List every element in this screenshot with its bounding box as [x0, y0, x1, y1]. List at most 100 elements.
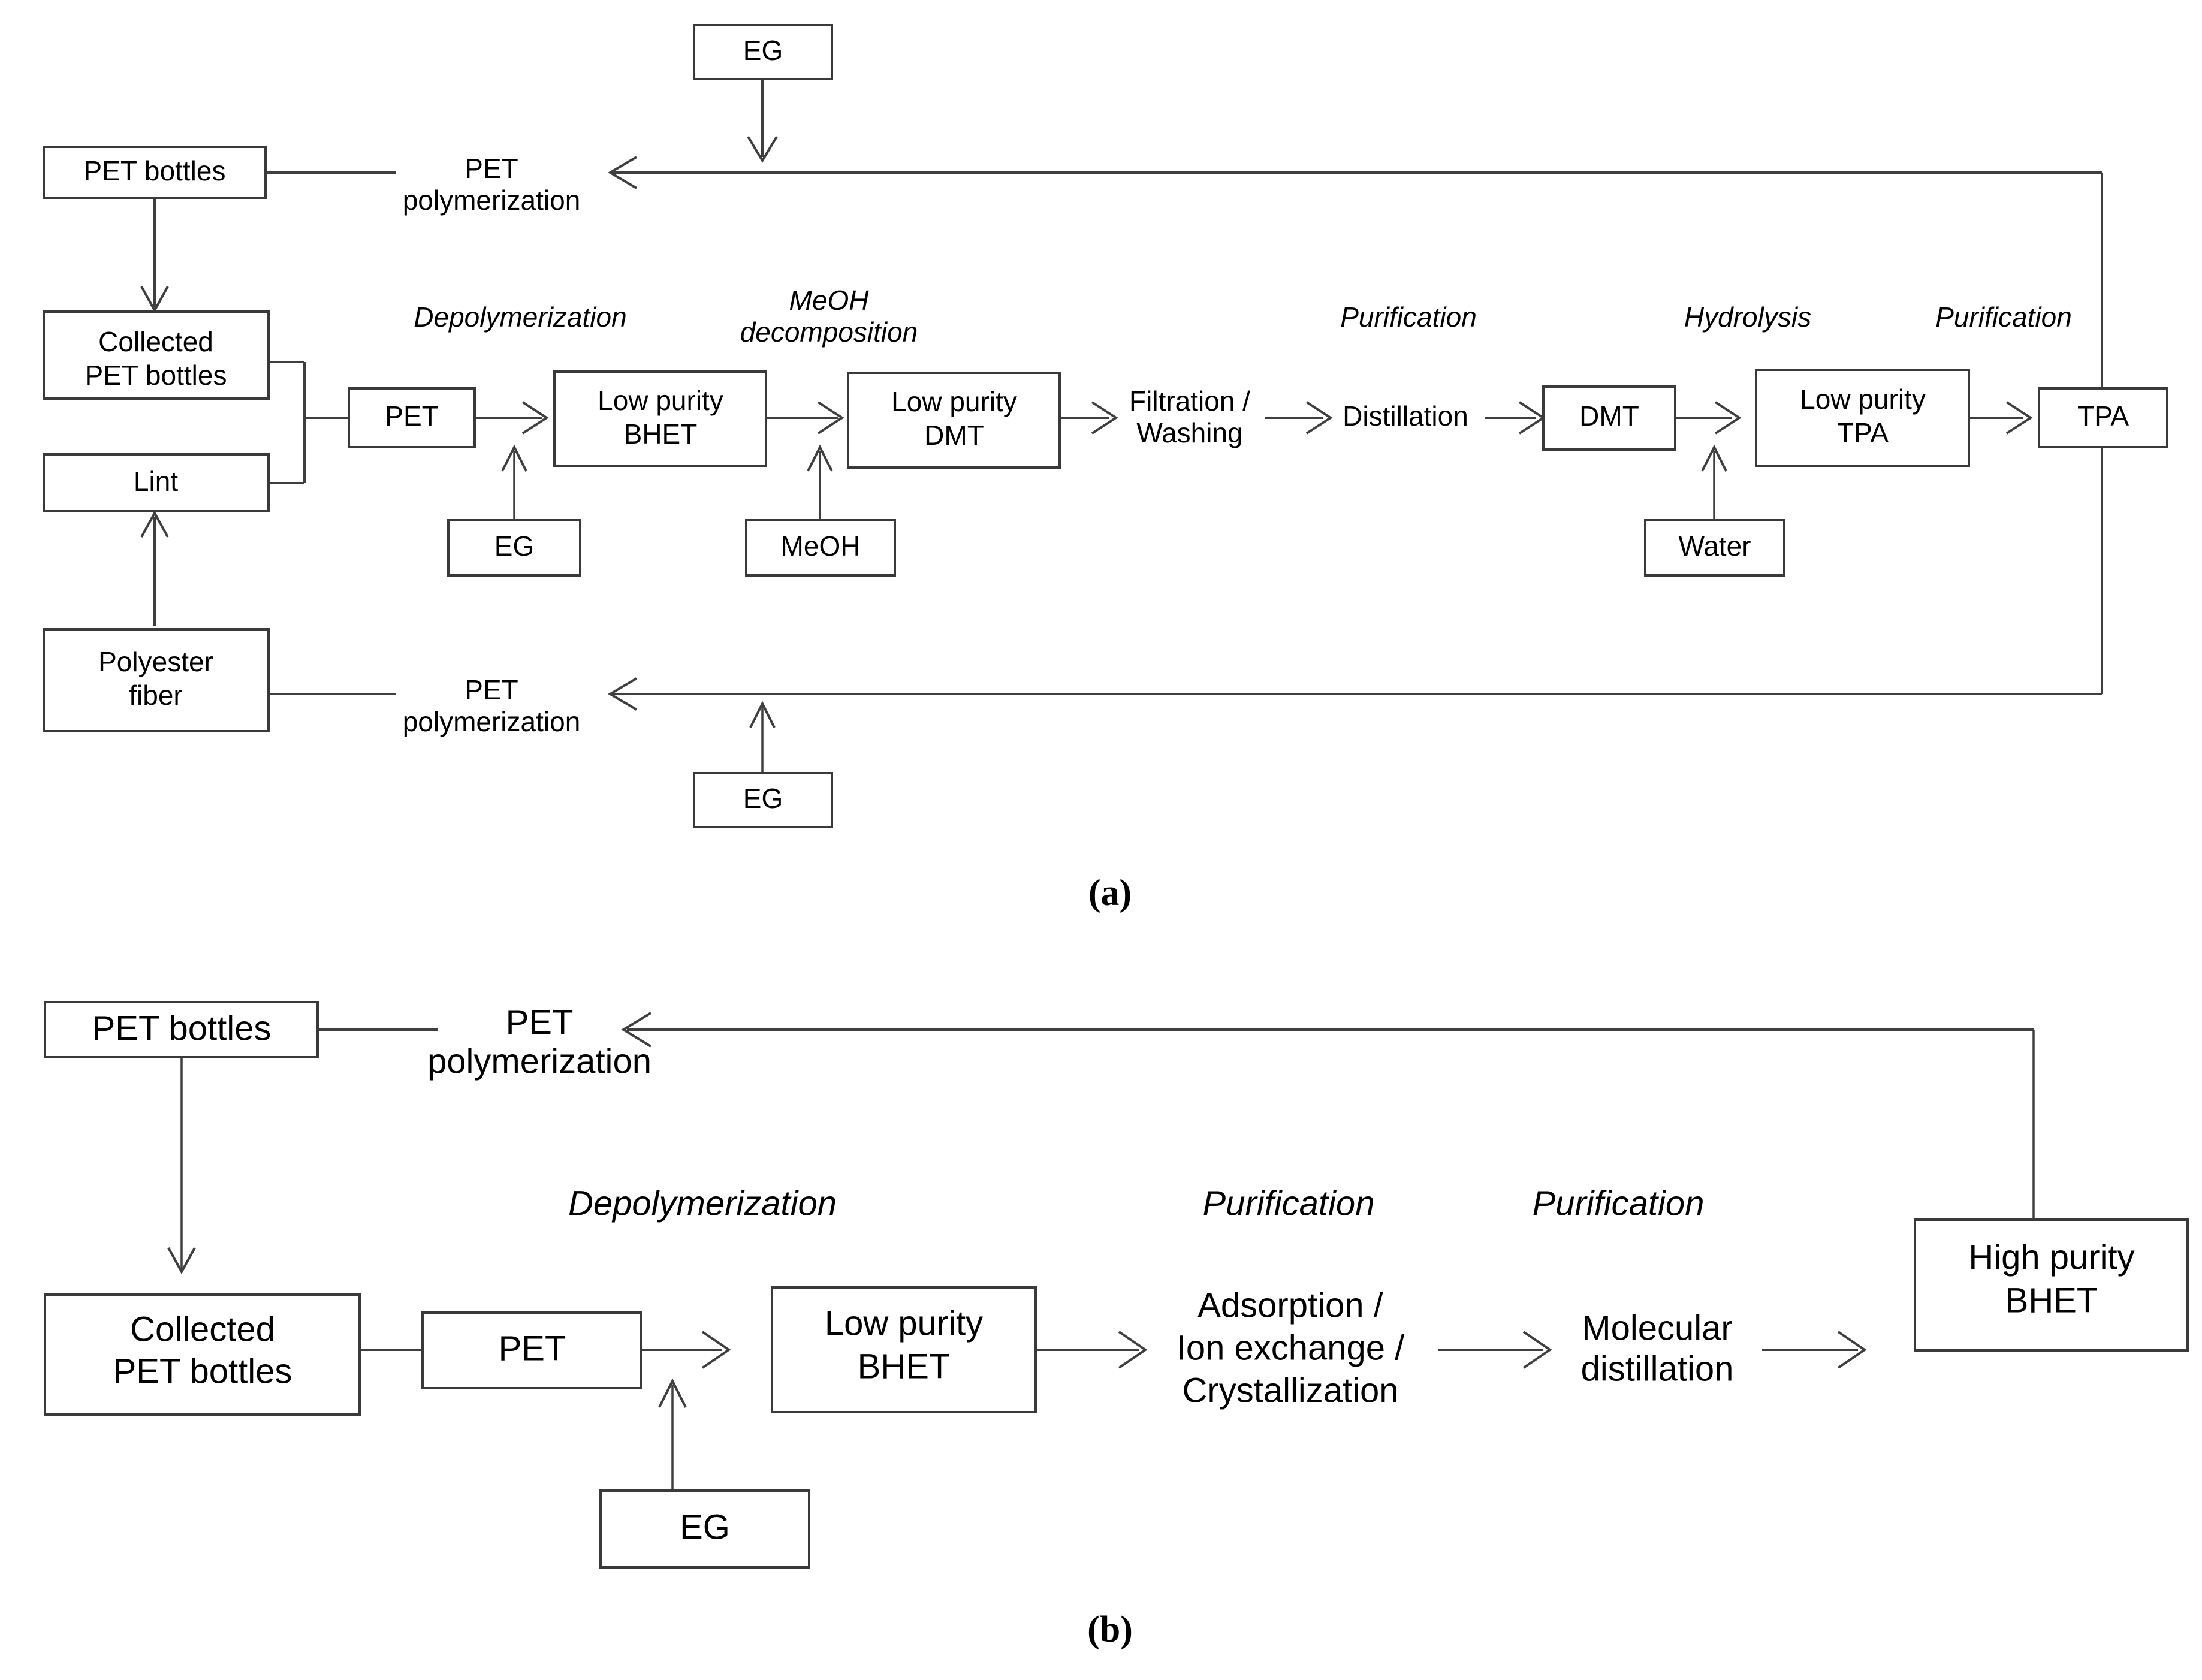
label-b-molecular-distillation-line1: Molecular [1582, 1308, 1732, 1347]
box-label-collected-pet-bottles-line1: Collected [98, 326, 213, 357]
arrowhead-polyester-fiber-up [140, 510, 169, 538]
label-b-pet-polymerization-line1: PET [506, 1003, 574, 1042]
stage-label-b-purification-1: Purification [1203, 1184, 1375, 1223]
box-label-low-purity-tpa-line2: TPA [1837, 417, 1889, 448]
box-eg-bottom[interactable]: EG [693, 772, 833, 828]
arrowhead-low-purity-tpa-to-tpa [2005, 401, 2033, 435]
label-b-adsorption-line1: Adsorption / [1197, 1286, 1383, 1325]
arrowhead-b-bhet-to-adsorption [1118, 1331, 1148, 1369]
arrowhead-b-molecular-to-high-purity [1837, 1331, 1867, 1369]
panel-b-boxes: PET bottles Collected PET bottles PET EG… [44, 1001, 2189, 1569]
label-b-adsorption-line3: Crystallization [1183, 1371, 1399, 1410]
box-label-meoh: MeOH [781, 530, 861, 562]
panel-caption-a: (a) [1088, 873, 1132, 913]
label-b-pet-polymerization-line2: polymerization [427, 1042, 651, 1081]
box-meoh[interactable]: MeOH [745, 519, 896, 577]
box-label-b-high-purity-bhet-line1: High purity [1968, 1238, 2134, 1277]
panel-a-boxes: PET bottles EG Collected PET bottles Lin… [43, 24, 2168, 828]
arrowhead-eg-top-down [747, 135, 778, 163]
box-label-polyester-fiber-line1: Polyester [98, 646, 213, 677]
arrowhead-b-eg-up [658, 1378, 687, 1408]
box-label-b-collected-pet-bottles-line2: PET bottles [113, 1352, 292, 1391]
box-label-pet: PET [385, 400, 438, 432]
panel-a-connectors [140, 79, 2103, 773]
box-label-b-high-purity-bhet-line2: BHET [2005, 1281, 2098, 1320]
arrowhead-recycle-top-left [608, 156, 638, 189]
label-b-adsorption-line2: Ion exchange / [1177, 1328, 1405, 1367]
box-label-eg-depolymerization: EG [494, 530, 534, 562]
box-label-b-pet-bottles: PET bottles [92, 1009, 272, 1048]
box-polyester-fiber[interactable]: Polyester fiber [43, 628, 270, 732]
box-label-low-purity-bhet-line1: Low purity [598, 385, 723, 416]
box-label-pet-bottles: PET bottles [84, 155, 226, 186]
arrowhead-meoh-up [807, 444, 833, 472]
box-water[interactable]: Water [1644, 519, 1785, 577]
arrowhead-dmt-to-tpa [1714, 401, 1742, 435]
box-label-low-purity-bhet-line2: BHET [624, 418, 698, 450]
arrowhead-eg-bottom-up [749, 701, 776, 728]
box-label-tpa: TPA [2077, 400, 2129, 432]
label-pet-polymerization-top-line2: polymerization [403, 185, 581, 216]
stage-label-depolymerization: Depolymerization [414, 301, 626, 333]
stage-label-b-depolymerization: Depolymerization [568, 1184, 837, 1223]
stage-label-hydrolysis: Hydrolysis [1684, 301, 1811, 333]
panel-b-stage-labels: Depolymerization Purification Purificati… [568, 1184, 1705, 1223]
stage-label-purification-2: Purification [1935, 301, 2072, 333]
box-b-collected-pet-bottles[interactable]: Collected PET bottles [44, 1293, 361, 1416]
label-pet-polymerization-top-line1: PET [464, 153, 518, 184]
panel-b-plain-labels: PET polymerization Adsorption / Ion exch… [427, 1003, 1733, 1410]
stage-label-purification-1: Purification [1340, 301, 1477, 333]
box-label-low-purity-dmt-line1: Low purity [891, 386, 1017, 417]
arrowhead-bhet-to-dmt [817, 401, 844, 435]
box-lint[interactable]: Lint [43, 453, 270, 512]
box-b-pet-bottles[interactable]: PET bottles [44, 1001, 319, 1058]
box-label-water: Water [1679, 530, 1751, 562]
box-collected-pet-bottles[interactable]: Collected PET bottles [43, 310, 270, 400]
box-pet-bottles[interactable]: PET bottles [43, 146, 267, 199]
arrowhead-b-recycle-top-left [621, 1012, 652, 1048]
arrowhead-eg-depoly-up [501, 444, 527, 472]
label-filtration-washing-line2: Washing [1136, 417, 1242, 448]
arrowhead-b-pet-to-bhet [701, 1331, 731, 1369]
arrowhead-water-up [1701, 444, 1727, 472]
box-label-eg-bottom: EG [743, 783, 783, 814]
box-dmt[interactable]: DMT [1542, 385, 1676, 451]
box-label-b-pet: PET [499, 1329, 566, 1368]
label-filtration-washing-line1: Filtration / [1129, 385, 1250, 417]
box-eg-top[interactable]: EG [693, 24, 833, 80]
box-b-pet[interactable]: PET [421, 1311, 642, 1389]
label-b-molecular-distillation-line2: distillation [1581, 1349, 1734, 1388]
box-label-eg-top: EG [743, 35, 783, 66]
box-eg-depolymerization[interactable]: EG [447, 519, 581, 577]
box-low-purity-dmt[interactable]: Low purity DMT [847, 372, 1061, 469]
label-pet-polymerization-bottom-line1: PET [464, 674, 518, 705]
panel-caption-b: (b) [1087, 1609, 1133, 1650]
box-label-polyester-fiber-line2: fiber [129, 680, 182, 711]
box-b-high-purity-bhet[interactable]: High purity BHET [1914, 1218, 2189, 1352]
label-pet-polymerization-bottom-line2: polymerization [403, 706, 581, 737]
stage-label-meoh-decomposition-line2: decomposition [740, 316, 918, 348]
arrowhead-dmt-to-filtration [1091, 401, 1118, 435]
box-b-low-purity-bhet[interactable]: Low purity BHET [771, 1286, 1037, 1413]
box-b-eg[interactable]: EG [599, 1489, 810, 1569]
box-tpa[interactable]: TPA [2038, 387, 2168, 448]
box-label-low-purity-dmt-line2: DMT [924, 420, 984, 451]
label-distillation: Distillation [1343, 400, 1468, 432]
box-label-b-eg: EG [680, 1507, 730, 1546]
box-low-purity-bhet[interactable]: Low purity BHET [553, 370, 767, 467]
arrowhead-filtration-to-distillation [1305, 401, 1333, 435]
arrowhead-recycle-bottom-left [608, 677, 638, 711]
stage-label-b-purification-2: Purification [1533, 1184, 1705, 1223]
box-label-dmt: DMT [1579, 400, 1639, 432]
arrowhead-pet-to-bhet [521, 401, 549, 435]
box-label-lint: Lint [134, 466, 178, 497]
box-label-b-collected-pet-bottles-line1: Collected [130, 1310, 275, 1349]
panel-a-stage-labels: Depolymerization MeOH decomposition Puri… [414, 285, 2071, 348]
box-pet[interactable]: PET [348, 387, 476, 448]
box-low-purity-tpa[interactable]: Low purity TPA [1755, 369, 1970, 467]
arrowhead-b-adsorption-to-molecular [1522, 1331, 1552, 1369]
arrowhead-b-pet-bottles-down [167, 1247, 196, 1275]
panel-a-plain-labels: PET polymerization PET polymerization Fi… [403, 153, 1468, 737]
